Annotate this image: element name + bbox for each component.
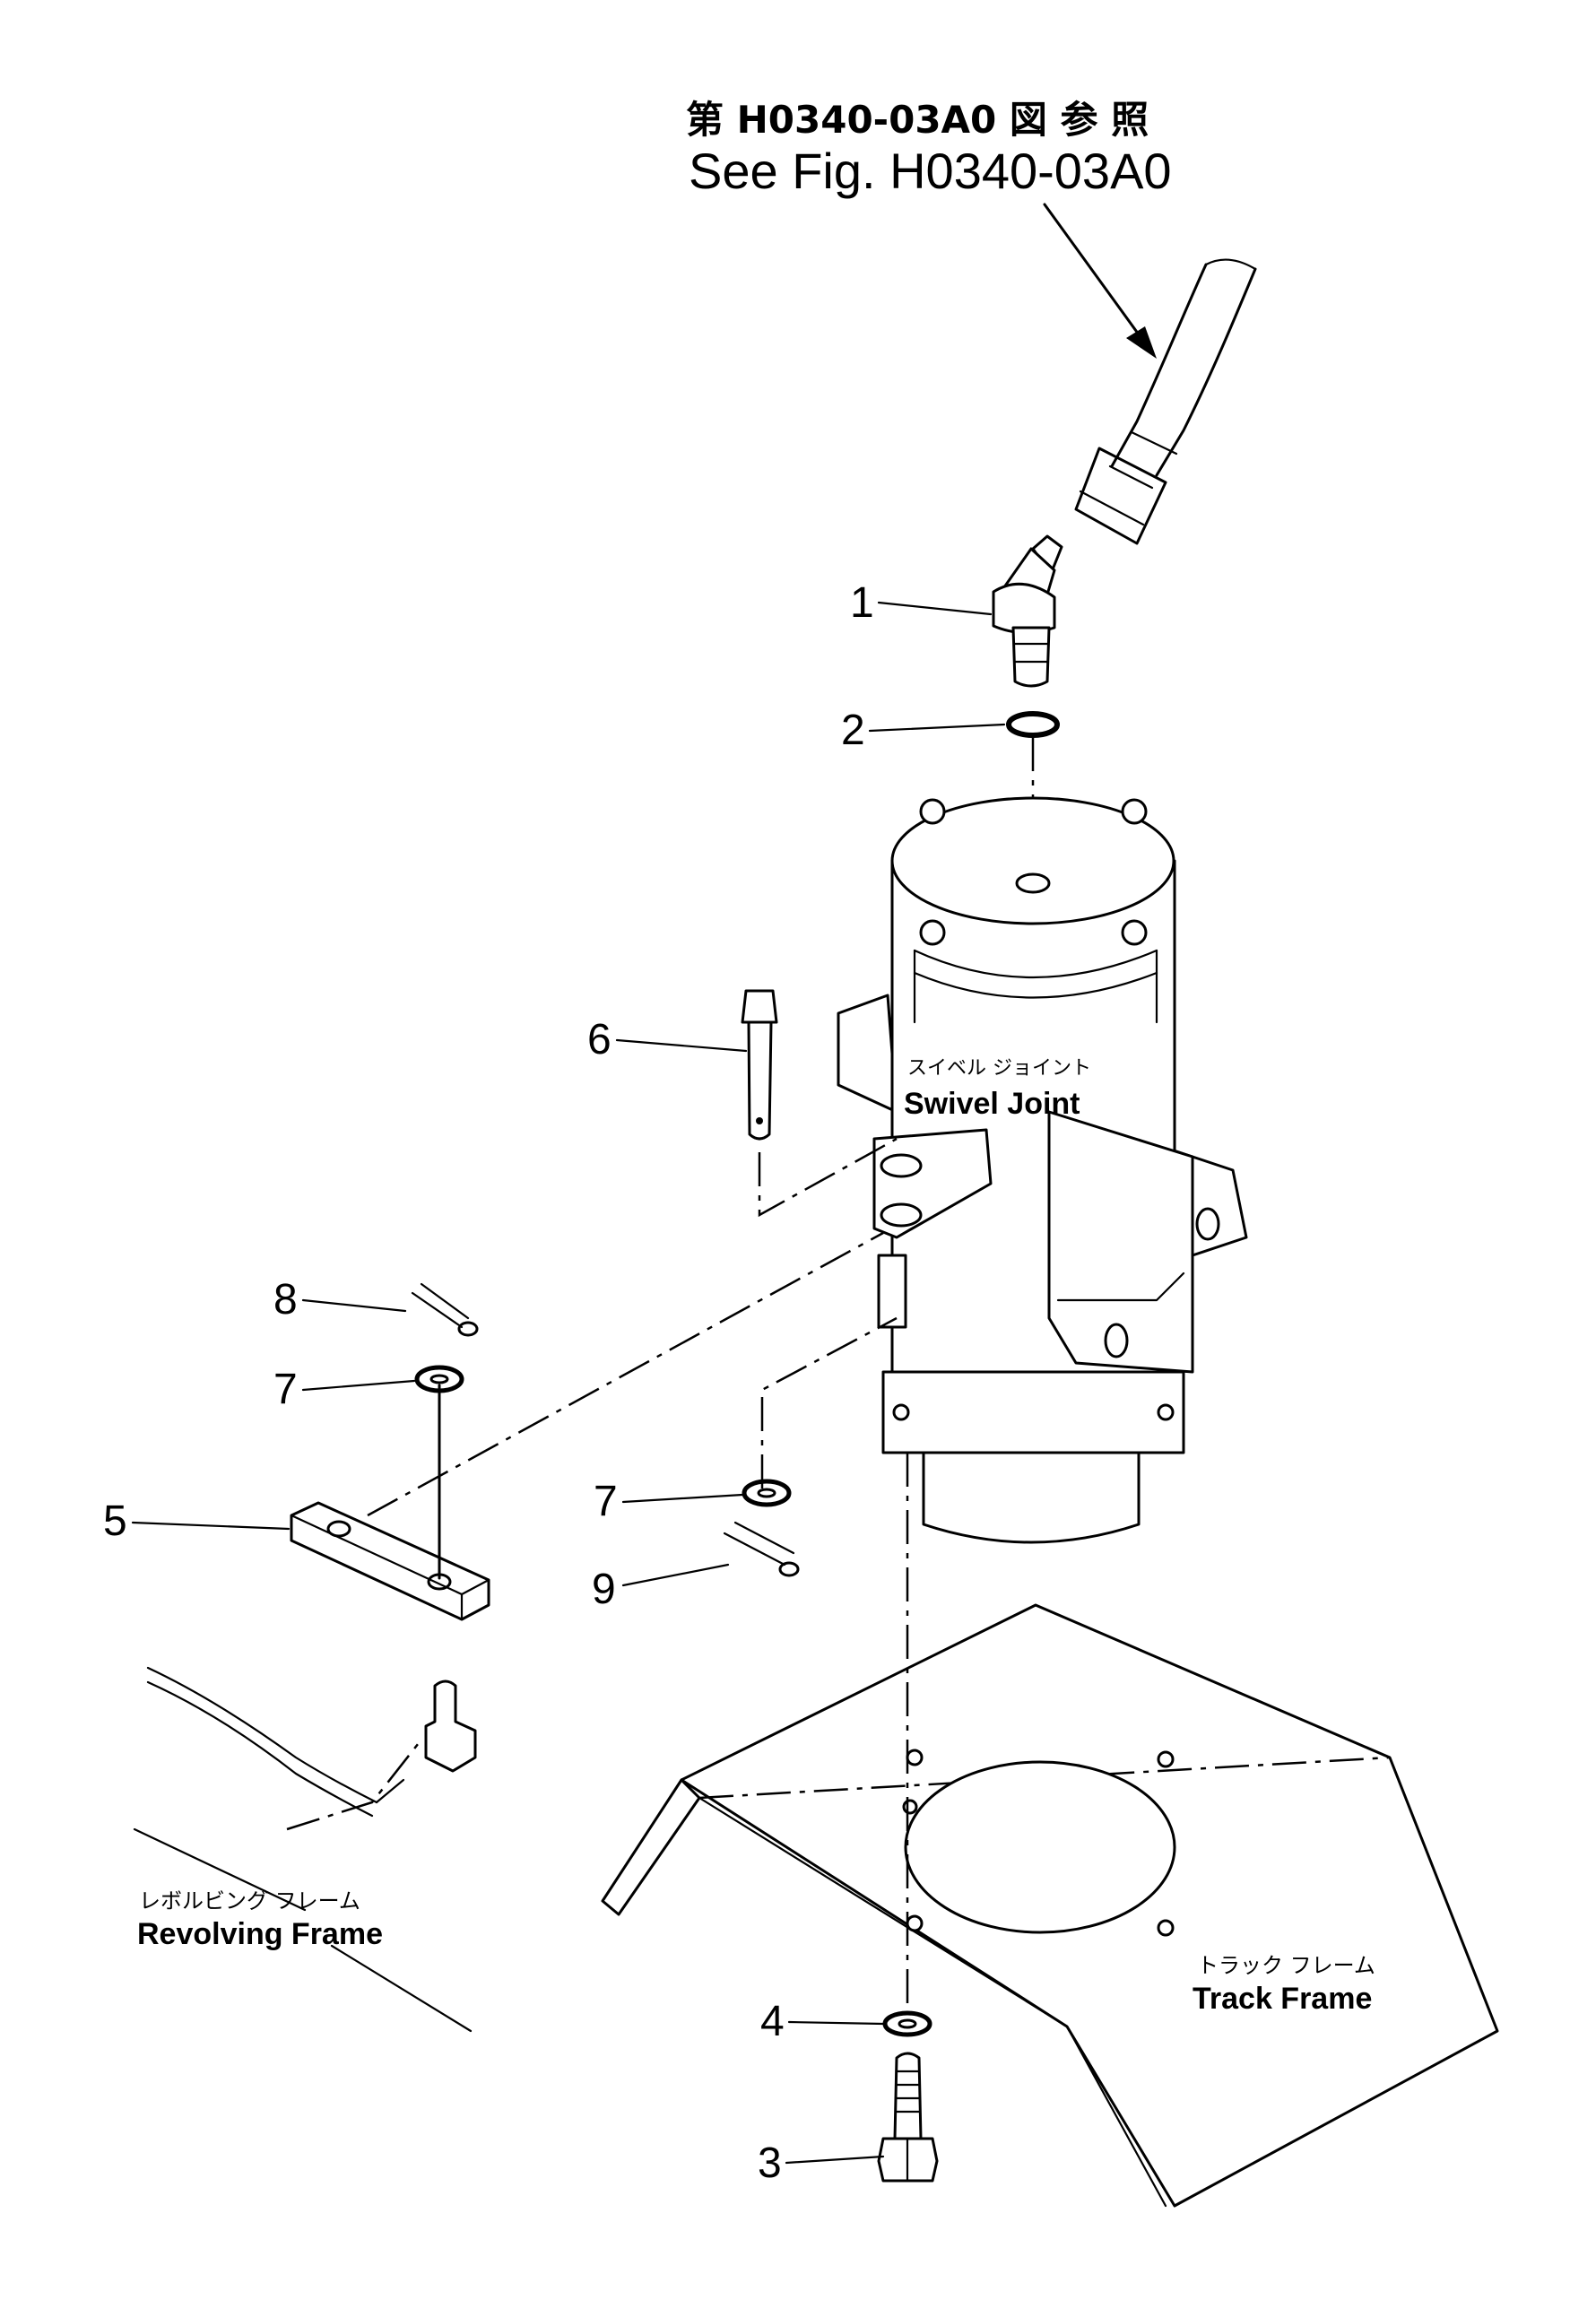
pin (741, 989, 778, 1141)
swivel-joint-label-jp: スイベル ジョイント (907, 1057, 1091, 1080)
callout-number: 3 (758, 2139, 782, 2187)
washer (882, 2010, 932, 2037)
track-frame-label-jp: トラック フレーム (1197, 1953, 1375, 1978)
bolt (877, 2052, 939, 2183)
callout-leader (787, 2020, 885, 2026)
callout-leader (615, 1038, 748, 1053)
figure-reference-en: See Fig. H0340-03A0 (689, 143, 1172, 199)
washer (414, 1365, 464, 1393)
callout-leader (785, 2155, 885, 2165)
callout-number: 7 (594, 1478, 618, 1525)
callout-leader (301, 1379, 416, 1392)
revolving-frame (133, 1666, 477, 2033)
swivel-joint-label-en: Swivel Joint (904, 1087, 1080, 1121)
callout-leader (301, 1298, 407, 1313)
callout-leader (621, 1563, 730, 1587)
figure-reference-jp: 第 H0340-03A0 図 参 照 (686, 98, 1149, 142)
callout-number: 5 (103, 1497, 127, 1545)
hydraulic-hose (1074, 258, 1257, 545)
swivel-joint (837, 796, 1248, 1544)
cotter-pin (723, 1521, 800, 1577)
plate (290, 1501, 490, 1621)
revolving-frame-label-jp: レボルビング フレーム (139, 1888, 360, 1914)
o-ring (1006, 711, 1060, 738)
callout-number: 8 (273, 1276, 298, 1324)
callout-leader (131, 1521, 291, 1531)
washer (742, 1479, 792, 1507)
callout-leader (868, 723, 1006, 733)
cotter-pin (411, 1282, 479, 1337)
callout-number: 7 (273, 1366, 298, 1413)
callout-number: 1 (850, 579, 874, 627)
callout-number: 9 (592, 1566, 616, 1613)
callout-number: 2 (841, 707, 865, 754)
callout-leader (621, 1493, 744, 1504)
callout-leader (877, 601, 993, 616)
track-frame (601, 1603, 1499, 2208)
callout-number: 6 (587, 1016, 612, 1063)
reference-arrow (1043, 203, 1157, 359)
track-frame-label-en: Track Frame (1193, 1982, 1372, 2016)
elbow-fitting (992, 534, 1063, 688)
callout-number: 4 (760, 1998, 785, 2045)
revolving-frame-label-en: Revolving Frame (137, 1917, 383, 1951)
